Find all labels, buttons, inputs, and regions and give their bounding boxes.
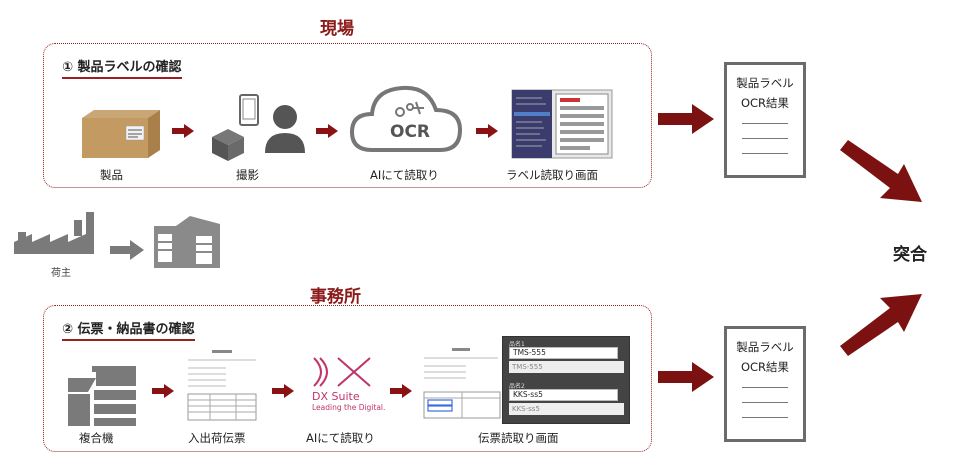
shipper-label: 荷主 bbox=[51, 268, 71, 279]
site-step-title: ① 製品ラベルの確認 bbox=[62, 56, 182, 79]
caption-label-read-screen: ラベル読取り画面 bbox=[506, 168, 598, 182]
office-box bbox=[43, 305, 652, 452]
arrow-icon bbox=[272, 384, 294, 398]
field-label-2: 品名2 bbox=[509, 383, 525, 390]
cloud-icon bbox=[349, 85, 463, 152]
ocr-result-card-2: 製品ラベル OCR結果 bbox=[724, 326, 806, 442]
caption-product: 製品 bbox=[100, 168, 123, 182]
result-subtitle: OCR結果 bbox=[740, 96, 790, 110]
caption-photograph: 撮影 bbox=[236, 168, 259, 182]
slip-document-icon bbox=[186, 348, 258, 424]
caption-ai-read-site: AIにて読取り bbox=[370, 168, 439, 182]
ocr-label: OCR bbox=[390, 122, 431, 142]
dx-tagline: Leading the Digital. bbox=[312, 403, 386, 412]
slip-read-document-icon bbox=[422, 340, 502, 420]
site-box bbox=[43, 43, 652, 188]
caption-ai-read-office: AIにて読取り bbox=[306, 431, 375, 445]
arrow-icon bbox=[152, 384, 174, 398]
field-label-1: 品名1 bbox=[509, 341, 525, 348]
diagonal-arrow-up-icon bbox=[840, 294, 922, 356]
shipper-icon bbox=[14, 212, 220, 268]
field-input-2[interactable]: KKS-ss5 bbox=[509, 389, 618, 401]
office-title: 事務所 bbox=[310, 287, 361, 307]
label-read-screen-image bbox=[511, 89, 613, 159]
field-input-1[interactable]: TMS-555 bbox=[509, 347, 618, 359]
match-label: 突合 bbox=[893, 245, 927, 265]
big-arrow-icon bbox=[658, 362, 714, 392]
dx-suite-logo-icon bbox=[313, 357, 371, 387]
caption-slip-read-screen: 伝票読取り画面 bbox=[478, 431, 559, 445]
big-arrow-icon bbox=[658, 104, 714, 134]
arrow-icon bbox=[476, 124, 498, 138]
office-step-title: ② 伝票・納品書の確認 bbox=[62, 318, 195, 341]
result-subtitle: OCR結果 bbox=[740, 360, 790, 374]
site-title: 現場 bbox=[320, 19, 354, 39]
result-title: 製品ラベル bbox=[736, 76, 794, 90]
slip-read-panel: 品名1 TMS-555 TMS-555 品名2 KKS-ss5 KKS-ss5 bbox=[502, 336, 630, 424]
dx-brand: DX Suite bbox=[312, 390, 360, 403]
field-ocr-2: KKS-ss5 bbox=[509, 403, 624, 415]
arrow-icon bbox=[390, 384, 412, 398]
result-title: 製品ラベル bbox=[736, 340, 794, 354]
photograph-icon bbox=[212, 94, 305, 161]
arrow-icon bbox=[316, 124, 338, 138]
printer-icon bbox=[68, 366, 136, 426]
arrow-icon bbox=[172, 124, 194, 138]
diagonal-arrow-down-icon bbox=[840, 140, 922, 202]
caption-slip: 入出荷伝票 bbox=[188, 431, 246, 445]
product-box-icon bbox=[82, 110, 160, 158]
caption-printer: 複合機 bbox=[79, 431, 114, 445]
ocr-result-card-1: 製品ラベル OCR結果 bbox=[724, 62, 806, 178]
field-ocr-1: TMS-555 bbox=[509, 361, 624, 373]
